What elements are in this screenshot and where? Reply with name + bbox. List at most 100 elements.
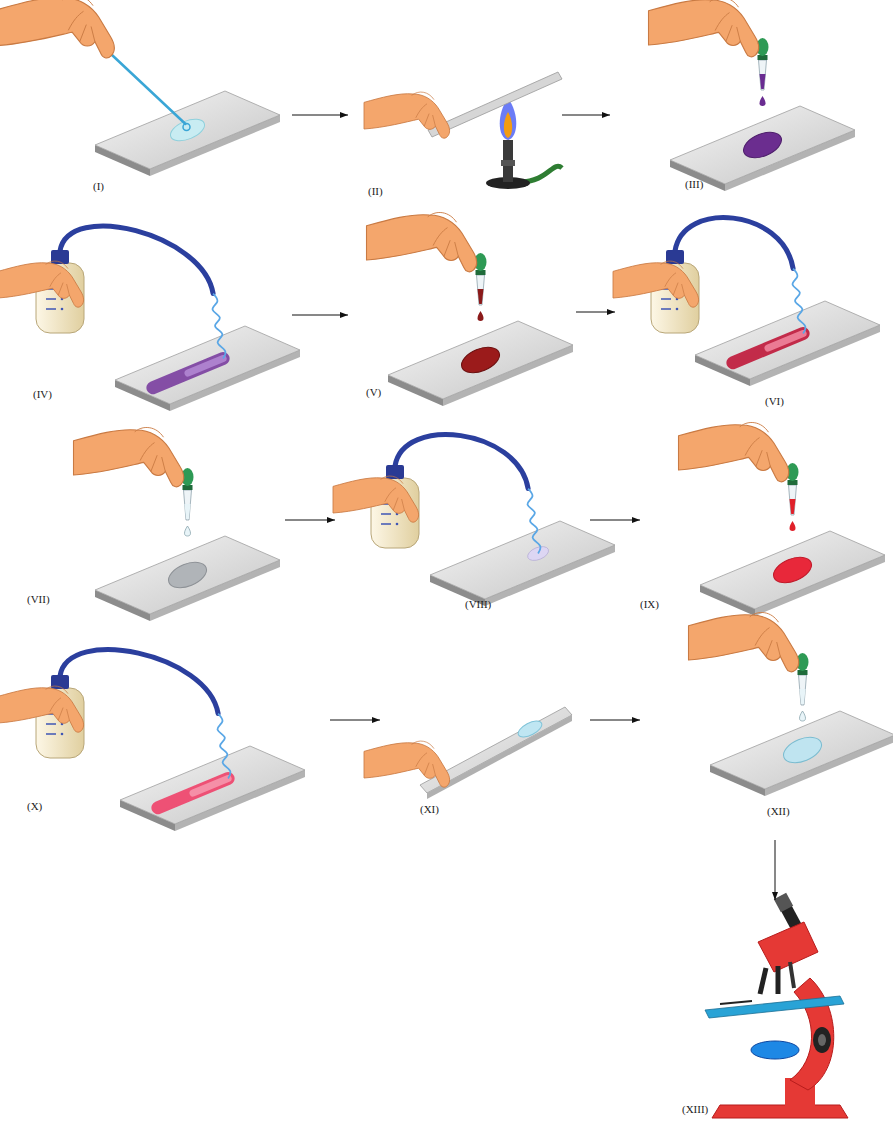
hand-shape	[689, 615, 799, 672]
glass-slide	[430, 521, 615, 599]
finger-lines	[63, 0, 95, 42]
finger-lines	[750, 612, 781, 656]
step-panel: (XIII)	[680, 900, 850, 1121]
bottle-marking	[46, 733, 56, 735]
step-panel: (XI)	[380, 635, 590, 840]
microscope-stage	[705, 996, 844, 1018]
stain-drop	[790, 521, 796, 531]
finger-lines	[412, 741, 436, 775]
stain-spot	[458, 342, 503, 377]
step-number: (XI)	[420, 803, 439, 815]
bottle-marking	[381, 523, 391, 525]
step-arrow	[292, 115, 348, 116]
stain-drop	[760, 96, 766, 106]
glass-slide	[120, 746, 305, 824]
hand-shape	[364, 94, 450, 138]
stain-drop	[800, 711, 806, 721]
step-panel: (XII)	[640, 635, 893, 840]
panel-art	[679, 422, 886, 616]
step-arrow	[576, 312, 615, 313]
dropper-liquid	[760, 74, 766, 89]
slide-edge	[427, 715, 572, 799]
rinse-spot	[526, 544, 551, 563]
loop-tip	[183, 124, 190, 131]
finger-lines	[710, 0, 741, 41]
panel-art	[0, 650, 305, 831]
gas-hose	[520, 166, 562, 182]
step-arrow	[285, 520, 335, 521]
bottle-marking	[46, 723, 56, 725]
panel-art	[73, 427, 280, 621]
stain-streak	[768, 334, 803, 349]
stain-spot	[780, 732, 825, 767]
panel-art	[333, 435, 615, 606]
step-arrow	[292, 315, 348, 316]
stain-drop	[185, 526, 191, 536]
water-stream	[218, 714, 231, 779]
bottle-marking	[661, 298, 671, 300]
glass-slide	[710, 711, 893, 789]
hand-shape	[73, 430, 183, 487]
focus-knob	[813, 1027, 831, 1053]
hand	[333, 476, 419, 522]
stain-streak	[733, 334, 803, 363]
smear-spot	[167, 115, 207, 145]
panel-art	[649, 0, 856, 191]
finger-lines	[46, 686, 70, 720]
inoculating-loop	[112, 55, 186, 124]
panel-art	[0, 0, 280, 176]
step-number: (III)	[685, 178, 703, 190]
bottle-marking	[61, 733, 64, 736]
eyepiece-cap	[780, 896, 787, 909]
stain-drop	[478, 311, 484, 321]
finger-lines	[740, 422, 771, 466]
step-panel: (V)	[348, 210, 576, 420]
dropper-liquid	[185, 504, 191, 519]
hand-shape	[367, 215, 477, 272]
panel-art	[364, 707, 572, 799]
hand-shape	[613, 263, 699, 307]
hand	[689, 612, 799, 671]
microscope-base	[712, 1105, 848, 1118]
step-number: (I)	[93, 180, 104, 192]
panel-art	[0, 226, 300, 411]
hand	[367, 212, 477, 271]
step-panel: (III)	[610, 0, 893, 205]
hand	[649, 0, 759, 57]
step-panel: (VII)	[0, 425, 285, 630]
hand	[73, 427, 183, 486]
hand	[0, 261, 84, 307]
step-number: (X)	[27, 800, 42, 812]
panel-art	[613, 218, 880, 386]
step-arrow	[330, 720, 380, 721]
glass-slide	[115, 326, 300, 404]
hand-shape	[333, 478, 419, 522]
water-drop	[516, 718, 545, 741]
bottle-marking	[381, 513, 391, 515]
dropper-tube	[759, 60, 767, 90]
burner-collar	[501, 160, 515, 166]
step-panel: (IX)	[640, 425, 893, 630]
panel-art	[705, 896, 848, 1118]
bottle-marking	[46, 298, 56, 300]
panel-art	[364, 72, 562, 189]
water-stream	[528, 489, 541, 554]
bottle-marking	[676, 308, 679, 311]
step-panel: (II)	[348, 0, 562, 205]
step-number: (XII)	[767, 805, 790, 817]
step-panel: (I)	[0, 0, 292, 205]
hand	[364, 741, 450, 787]
finger-lines	[412, 92, 436, 126]
finger-lines	[46, 261, 70, 295]
hand-shape	[679, 425, 789, 482]
dropper-liquid	[790, 499, 796, 514]
stain-streak	[193, 779, 228, 794]
microscope-head	[758, 922, 818, 972]
step-arrow	[775, 840, 776, 900]
hand-shape	[0, 0, 114, 58]
step-number: (VII)	[27, 593, 50, 605]
hand-shape	[0, 263, 84, 307]
stain-streak	[188, 359, 223, 374]
objective-lens	[776, 966, 781, 994]
hand	[364, 92, 450, 138]
